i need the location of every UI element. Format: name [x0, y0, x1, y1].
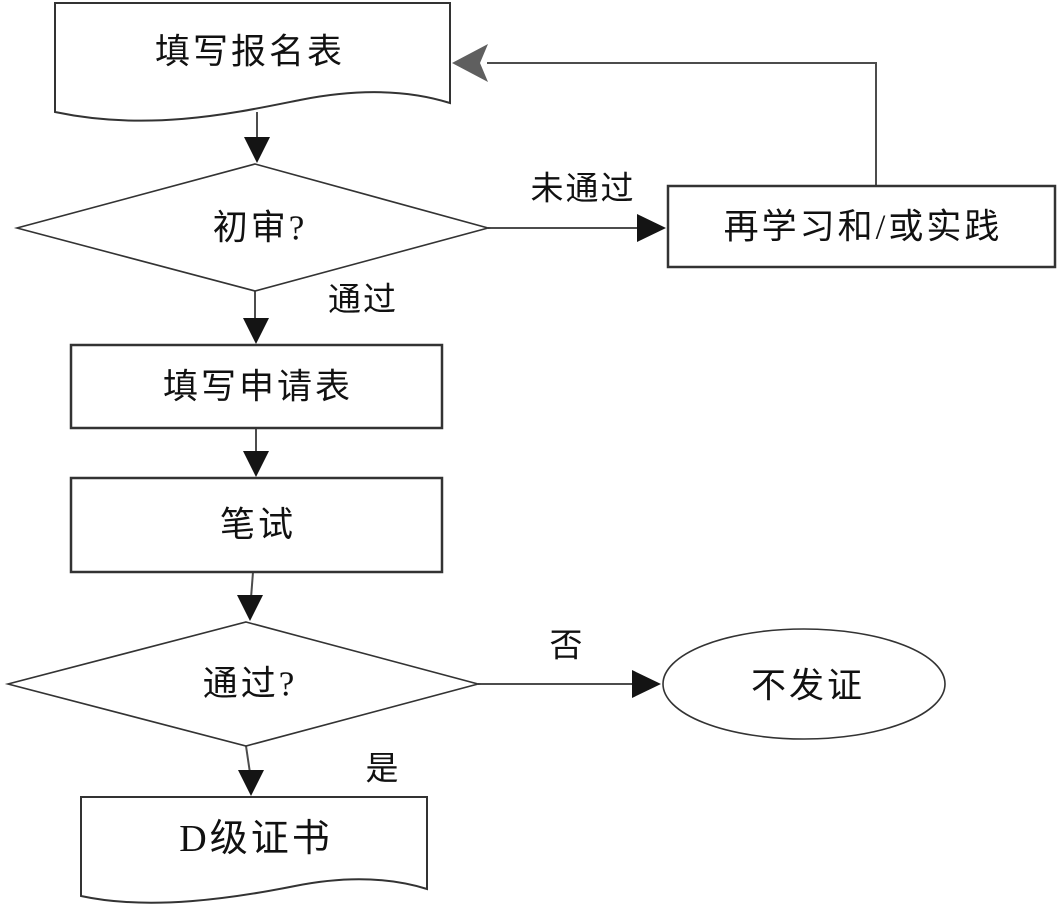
arrowhead-into-no-certificate-icon [632, 670, 661, 698]
edge-label-not-passed: 未通过 [530, 171, 636, 208]
no-certificate-label: 不发证 [750, 666, 866, 706]
edge-label-passed: 通过 [328, 282, 398, 319]
edge-label-no: 否 [549, 628, 585, 665]
restudy-practice-process-shape [666, 184, 1057, 269]
initial-review-label: 初审? [212, 208, 308, 248]
arrowhead-into-written-test-icon [243, 451, 269, 477]
edge-pass-to-certificate [245, 745, 251, 774]
fill-registration-form-label: 填写报名表 [154, 32, 346, 72]
arrowhead-feedback-into-registration-icon [452, 44, 488, 82]
written-test-process-shape [69, 476, 444, 574]
arrowhead-into-pass-decision-icon [237, 595, 263, 621]
arrowhead-into-application-icon [243, 318, 269, 344]
edge-test-to-pass [250, 571, 254, 599]
initial-review-decision-shape [13, 163, 492, 292]
no-certificate-terminator-shape [662, 628, 946, 740]
arrowhead-into-initial-review-icon [244, 137, 270, 163]
d-level-certificate-document-shape [80, 796, 428, 904]
arrowhead-into-certificate-icon [238, 770, 264, 796]
d-level-certificate-label: D级证书 [179, 818, 333, 860]
fill-application-form-label: 填写申请表 [162, 367, 354, 407]
pass-decision-shape [4, 621, 482, 747]
edge-label-yes: 是 [365, 751, 401, 788]
restudy-practice-label: 再学习和/或实践 [723, 207, 1003, 247]
arrowhead-into-restudy-icon [637, 214, 666, 242]
fill-application-form-process-shape [69, 343, 444, 430]
written-test-label: 笔试 [219, 505, 297, 545]
fill-registration-form-document-shape [54, 2, 451, 122]
pass-decision-label: 通过? [202, 664, 298, 704]
edge-restudy-to-registration-feedback [487, 62, 877, 186]
